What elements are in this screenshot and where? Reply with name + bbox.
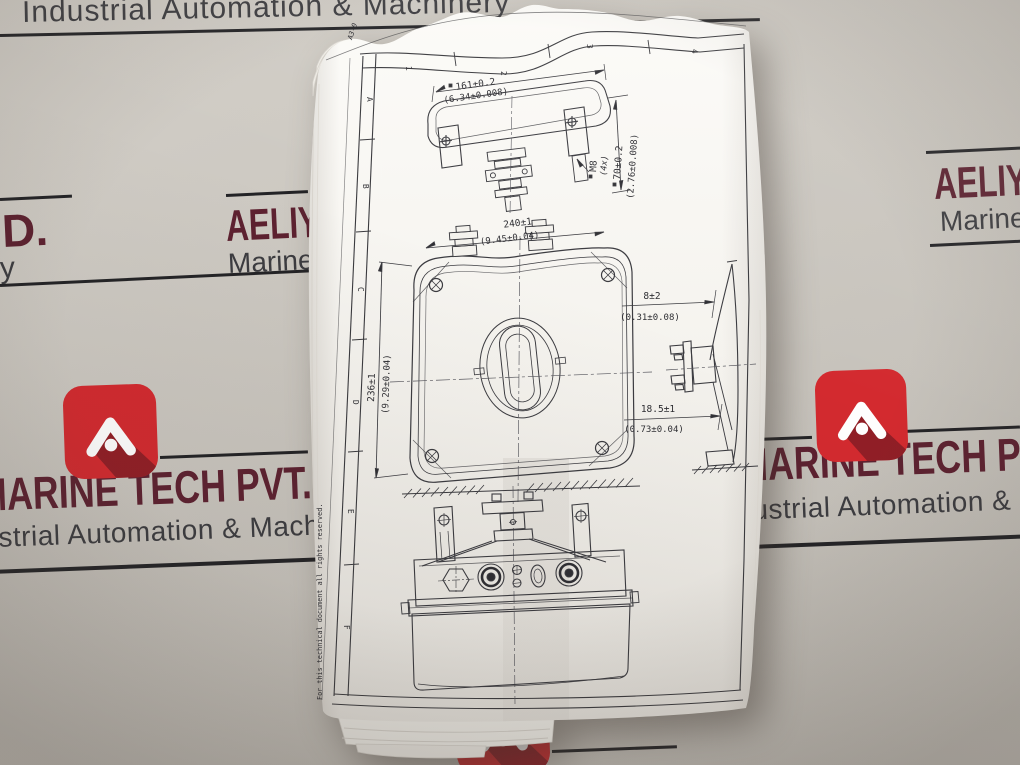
dim-top-height-in: (2.76±0.008) — [626, 134, 641, 200]
dim-side-offset-mm: 18.5±1 — [641, 404, 676, 415]
grid-col-label: 4 — [690, 49, 699, 54]
aeliya-logo-icon — [812, 366, 910, 464]
grid-row-label: A — [365, 97, 374, 102]
company-name-fragment: D. — [0, 202, 50, 257]
dim-front-width-mm: 240±1 — [503, 216, 533, 230]
dim-front-height-mm: 236±1 — [366, 373, 378, 402]
aeliya-logo-icon — [60, 381, 160, 481]
dim-side-gap-mm: 8±2 — [643, 291, 660, 302]
copyright-note: For this technical document all rights r… — [316, 504, 324, 700]
divider-line — [929, 239, 1020, 247]
drawing-frame — [321, 11, 750, 710]
page-stack — [312, 39, 555, 759]
tagline-fragment: y — [0, 251, 16, 285]
dim-front-height-in: (9.29±0.04) — [381, 354, 393, 414]
grid-col-label: 1 — [404, 66, 413, 71]
drawing-sheet: A B C D E F 1 2 3 4 A3-0 For this techni… — [308, 4, 767, 759]
divider-line — [0, 557, 320, 574]
divider-line — [925, 146, 1020, 154]
front-view — [389, 218, 653, 503]
dim-side-offset-in: (0.73±0.04) — [624, 425, 684, 435]
frame-grid-labels: A B C D E F 1 2 3 4 A3-0 For this techni… — [316, 22, 699, 700]
grid-col-label: 2 — [499, 71, 508, 76]
dim-top-height-mm: 70±0.2 — [612, 145, 625, 180]
side-view — [665, 260, 759, 475]
sheet-code: A3-0 — [346, 22, 359, 41]
divider-line — [749, 534, 1020, 549]
grid-row-label: B — [361, 184, 370, 189]
top-view — [427, 79, 611, 216]
tagline-marine: Marine — [939, 201, 1020, 237]
grid-row-label: F — [342, 625, 351, 630]
dim-side-gap-in: (0.31±0.08) — [620, 313, 680, 323]
dim-thread-count: (4x) — [599, 155, 610, 176]
divider-line — [0, 194, 72, 201]
dim-thread-label: M8 — [588, 160, 600, 172]
grid-row-label: E — [346, 509, 355, 514]
bottom-view — [400, 485, 640, 705]
side-view-dimensions: 8±2 (0.31±0.08) 18.5±1 (0.73±0.04) — [620, 289, 723, 435]
grid-col-label: 3 — [585, 44, 594, 49]
grid-row-label: D — [351, 400, 360, 405]
grid-row-label: C — [356, 287, 365, 292]
